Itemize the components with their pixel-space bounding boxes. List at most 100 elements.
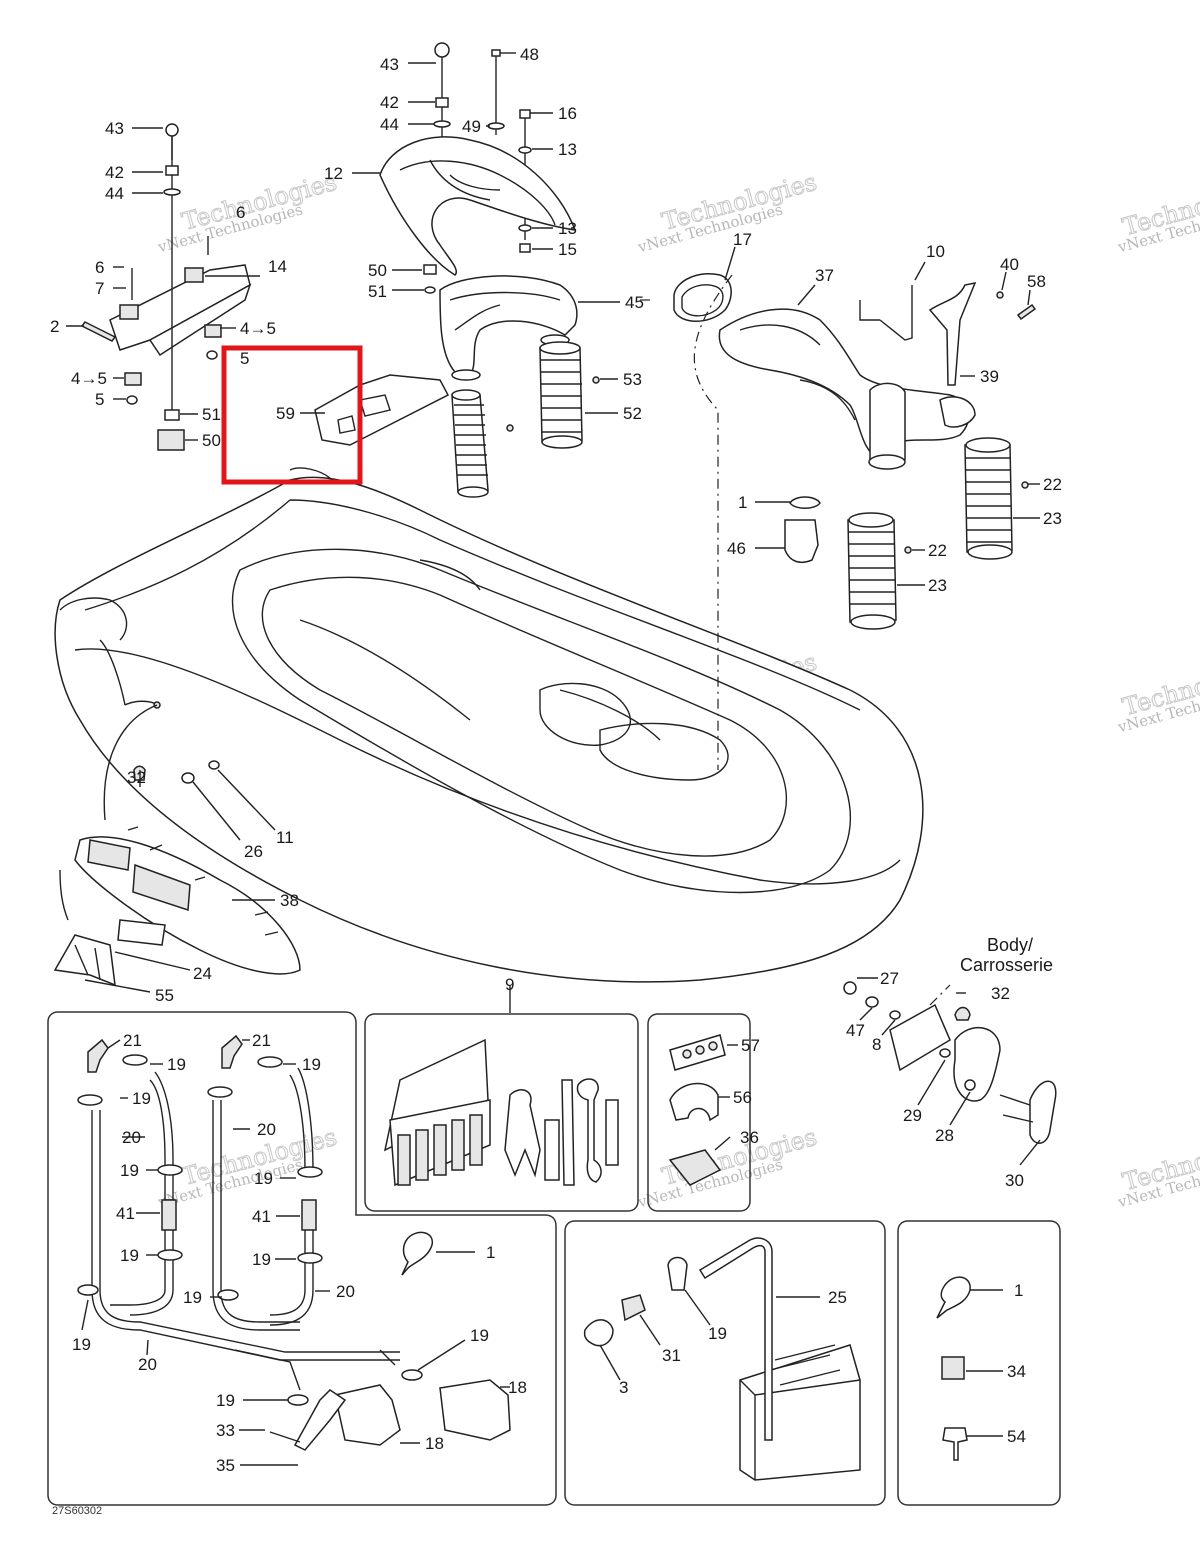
callout: 44	[105, 184, 124, 203]
callout: 44	[380, 115, 399, 134]
hose-kit-box	[47, 1011, 557, 1506]
callout: 20	[122, 1128, 141, 1147]
callout: 12	[324, 164, 343, 183]
callout: 32	[127, 768, 146, 787]
callout: 59	[276, 404, 295, 423]
callout: 25	[828, 1288, 847, 1307]
callout: 37	[815, 266, 834, 285]
callout: 3	[619, 1378, 628, 1397]
callout: 42	[380, 93, 399, 112]
callout: 17	[733, 230, 752, 249]
callout: 20	[138, 1355, 157, 1374]
callout: 40	[1000, 255, 1019, 274]
callout: 34	[1007, 1362, 1026, 1381]
callout: 19	[254, 1169, 273, 1188]
callout: 19	[167, 1055, 186, 1074]
callout: 10	[926, 242, 945, 261]
callout: 19	[132, 1089, 151, 1108]
callout: 19	[120, 1246, 139, 1265]
callout: 33	[216, 1421, 235, 1440]
callout: 18	[508, 1378, 527, 1397]
callout: 15	[558, 240, 577, 259]
callout: 24	[193, 964, 212, 983]
callout: 27	[880, 969, 899, 988]
callout: 19	[470, 1326, 489, 1345]
callout: 1	[486, 1243, 495, 1262]
highlight-box	[221, 345, 363, 485]
callout: 43	[380, 55, 399, 74]
callout: 19	[120, 1161, 139, 1180]
callout: 22	[928, 541, 947, 560]
callout: 6	[95, 258, 104, 277]
tie-down-assembly	[843, 981, 1057, 1144]
callout: 29	[903, 1106, 922, 1125]
callout: 19	[216, 1391, 235, 1410]
callout: 20	[257, 1120, 276, 1139]
callout: 50	[202, 431, 221, 450]
callout: 51	[202, 405, 221, 424]
callout: 21	[123, 1031, 142, 1050]
callout: 52	[623, 404, 642, 423]
air-intake-assembly	[640, 273, 1037, 770]
callout: 30	[1005, 1171, 1024, 1190]
callout: 58	[1027, 272, 1046, 291]
callout: 23	[1043, 509, 1062, 528]
callout: 1	[1014, 1281, 1023, 1300]
callout: 39	[980, 367, 999, 386]
callout: 16	[558, 104, 577, 123]
battery-box	[564, 1220, 886, 1506]
callout: 42	[105, 163, 124, 182]
callout: 31	[662, 1346, 681, 1365]
callout: 49	[462, 117, 481, 136]
callout: 55	[155, 986, 174, 1005]
callout: 9	[505, 975, 514, 994]
callout: 36	[740, 1128, 759, 1147]
part-59-plate	[221, 345, 450, 485]
callout: 28	[935, 1126, 954, 1145]
callout: 32	[991, 984, 1010, 1003]
callout: 54	[1007, 1427, 1026, 1446]
callout: 7	[95, 279, 104, 298]
callout: 26	[244, 842, 263, 861]
callout: 53	[623, 370, 642, 389]
callout: 14	[268, 257, 287, 276]
tool-kit-box	[364, 1013, 639, 1212]
callout: 47	[846, 1021, 865, 1040]
callout: 41	[252, 1207, 271, 1226]
callout: 13	[558, 219, 577, 238]
fasteners-box	[647, 1013, 751, 1212]
callout: 41	[116, 1204, 135, 1223]
rear-vent-assembly	[53, 760, 301, 987]
callout: 2	[50, 317, 59, 336]
leader-lines	[66, 52, 1041, 1466]
callout: 5	[240, 349, 249, 368]
callout-labels: 43 48 42 44 49 16 13 12 13 15 50 51 45 5…	[50, 45, 1062, 1517]
callout: 22	[1043, 475, 1062, 494]
callout: 4→5	[240, 319, 276, 338]
drawing-code: 27S60302	[52, 1505, 102, 1517]
body-label-line1: Body/	[987, 935, 1033, 955]
callout: 4→5	[71, 369, 107, 388]
callout: 13	[558, 140, 577, 159]
callout: 20	[336, 1282, 355, 1301]
callout: 6	[236, 203, 245, 222]
callout: 46	[727, 539, 746, 558]
storage-bracket-assembly	[80, 123, 252, 451]
callout: 1	[738, 493, 747, 512]
callout: 23	[928, 576, 947, 595]
callout: 19	[302, 1055, 321, 1074]
callout: 18	[425, 1434, 444, 1453]
callout: 19	[708, 1324, 727, 1343]
callout: 11	[276, 828, 294, 847]
clamps-box	[897, 1220, 1061, 1506]
callout: 57	[741, 1036, 760, 1055]
handle-and-intake-assembly	[379, 42, 600, 498]
callout: 21	[252, 1031, 271, 1050]
callout: 38	[280, 891, 299, 910]
callout: 19	[252, 1250, 271, 1269]
body-label-line2: Carrosserie	[960, 955, 1053, 975]
callout: 50	[368, 261, 387, 280]
callout: 19	[72, 1335, 91, 1354]
callout: 51	[368, 282, 387, 301]
